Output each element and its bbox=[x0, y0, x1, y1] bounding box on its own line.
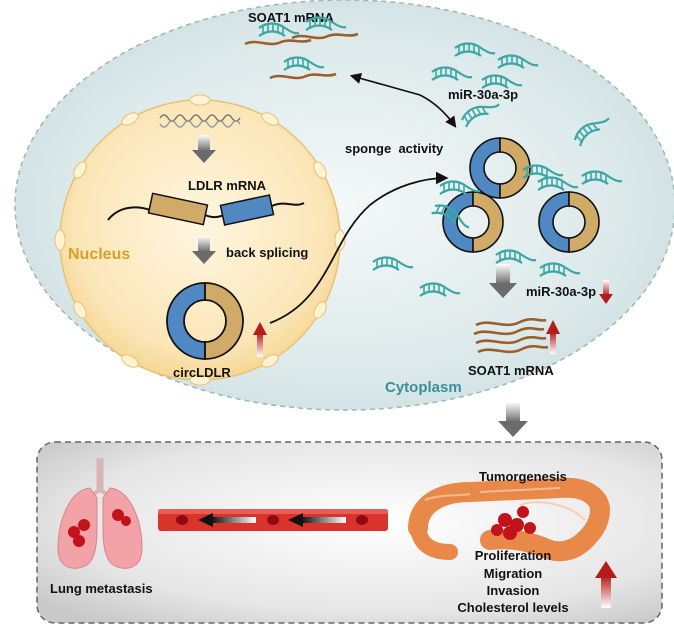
circldlr-sponge-1 bbox=[469, 137, 531, 199]
circldlr-up-arrow bbox=[253, 322, 267, 357]
circldlr-nuclear bbox=[166, 282, 244, 360]
nucleus-label: Nucleus bbox=[68, 246, 130, 263]
proliferation-label: Proliferation bbox=[475, 548, 552, 563]
blood-vessel bbox=[158, 509, 388, 531]
circldlr-sponge-2 bbox=[442, 191, 504, 253]
exon-blue bbox=[219, 194, 275, 226]
transcription-arrow bbox=[192, 135, 216, 163]
mir-top-label: miR-30a-3p bbox=[448, 87, 518, 102]
exon-gold bbox=[147, 192, 209, 226]
dna-strand bbox=[159, 114, 241, 128]
mir-bottom-label: miR-30a-3p bbox=[526, 284, 596, 299]
soat1-mrna-free bbox=[473, 317, 549, 354]
lung-icon bbox=[57, 458, 143, 569]
phenotype-arrow bbox=[498, 402, 528, 437]
soat1-bottom-label: SOAT1 mRNA bbox=[468, 363, 554, 378]
back-splicing-label: back splicing bbox=[226, 245, 308, 260]
ldlr-mrna-label: LDLR mRNA bbox=[188, 178, 267, 193]
circldlr-label: circLDLR bbox=[173, 365, 231, 380]
ldlr-mrna bbox=[107, 192, 305, 226]
soat1-up-arrow bbox=[546, 320, 560, 354]
sponge-label: sponge activity bbox=[345, 141, 444, 156]
cholesterol-label: Cholesterol levels bbox=[457, 600, 568, 615]
invasion-label: Invasion bbox=[487, 583, 540, 598]
competition-arrow bbox=[349, 73, 457, 128]
cytoplasm-label: Cytoplasm bbox=[385, 379, 462, 396]
colon-tumor-icon bbox=[408, 477, 611, 562]
export-arrow bbox=[269, 171, 449, 324]
mir-down-arrow bbox=[599, 280, 613, 304]
back-splicing-arrow bbox=[192, 236, 216, 264]
circldlr-sponge-3 bbox=[538, 191, 600, 253]
migration-label: Migration bbox=[484, 566, 543, 581]
downstream-arrow bbox=[489, 264, 517, 298]
phenotype-up-arrow bbox=[595, 561, 617, 608]
tumorigenesis-label: Tumorgenesis bbox=[479, 469, 567, 484]
lung-metastasis-label: Lung metastasis bbox=[50, 581, 153, 596]
soat1-top-label: SOAT1 mRNA bbox=[248, 10, 334, 25]
